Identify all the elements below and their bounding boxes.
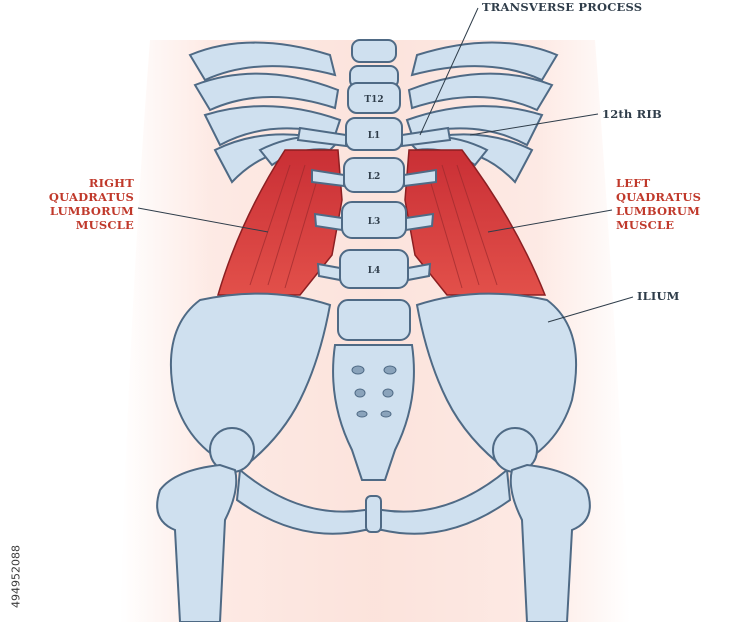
- vertebra-l4: L4: [368, 266, 381, 276]
- ilium-right: [169, 292, 332, 472]
- pelvis: [169, 292, 578, 535]
- spine: [296, 39, 452, 341]
- label-transverse-process: TRANSVERSE PROCESS: [482, 0, 643, 14]
- stock-image-id: 494952088: [9, 545, 23, 608]
- vertebra-l2: L2: [368, 172, 381, 182]
- ilium-left: [415, 292, 578, 472]
- label-ilium: ILIUM: [637, 289, 680, 303]
- vertebra-labels: T12 L1 L2 L3 L4: [364, 95, 383, 276]
- label-left-quadratus-lumborum: LEFT QUADRATUS LUMBORUM MUSCLE: [616, 176, 702, 232]
- pubic-arch: [235, 468, 512, 535]
- label-right-quadratus-lumborum: RIGHT QUADRATUS LUMBORUM MUSCLE: [48, 176, 134, 232]
- vertebra-t12: T12: [364, 95, 383, 105]
- femurs: [156, 427, 591, 622]
- vertebra-l3: L3: [368, 217, 381, 227]
- vertebra-l1: L1: [368, 131, 381, 141]
- label-12th-rib: 12th RIB: [602, 107, 662, 121]
- sacrum: [332, 344, 415, 481]
- leader-lines: [137, 7, 634, 323]
